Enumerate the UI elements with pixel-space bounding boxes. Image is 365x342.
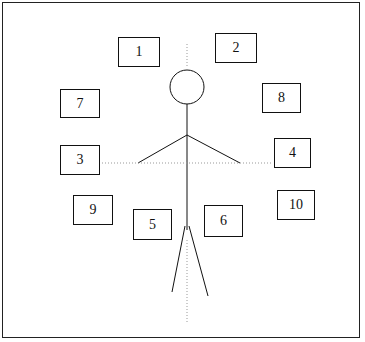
center-line xyxy=(187,240,188,322)
callout-box: 9 xyxy=(73,195,113,225)
callout-box: 3 xyxy=(60,145,100,175)
callout-number: 7 xyxy=(77,97,84,111)
callout-number: 10 xyxy=(289,198,303,212)
callout-number: 8 xyxy=(278,91,285,105)
left-leg xyxy=(172,226,185,292)
left-arm xyxy=(138,135,187,163)
callout-number: 5 xyxy=(149,218,156,232)
callout-number: 6 xyxy=(220,214,227,228)
callout-number: 4 xyxy=(289,146,296,160)
callout-box: 4 xyxy=(274,138,311,168)
frame-border xyxy=(2,2,360,338)
callout-box: 6 xyxy=(204,205,243,237)
right-arm xyxy=(187,135,240,163)
callout-number: 2 xyxy=(233,41,240,55)
callout-box: 8 xyxy=(262,83,301,113)
callout-number: 1 xyxy=(136,45,143,59)
callout-box: 10 xyxy=(277,190,315,220)
callout-number: 9 xyxy=(90,203,97,217)
center-line xyxy=(187,44,188,68)
callout-box: 1 xyxy=(118,37,160,67)
head xyxy=(170,70,204,104)
callout-number: 3 xyxy=(77,153,84,167)
callout-box: 7 xyxy=(60,89,100,118)
callout-box: 2 xyxy=(215,33,257,63)
arm-line xyxy=(102,163,272,164)
body xyxy=(187,104,188,230)
callout-box: 5 xyxy=(133,209,172,240)
